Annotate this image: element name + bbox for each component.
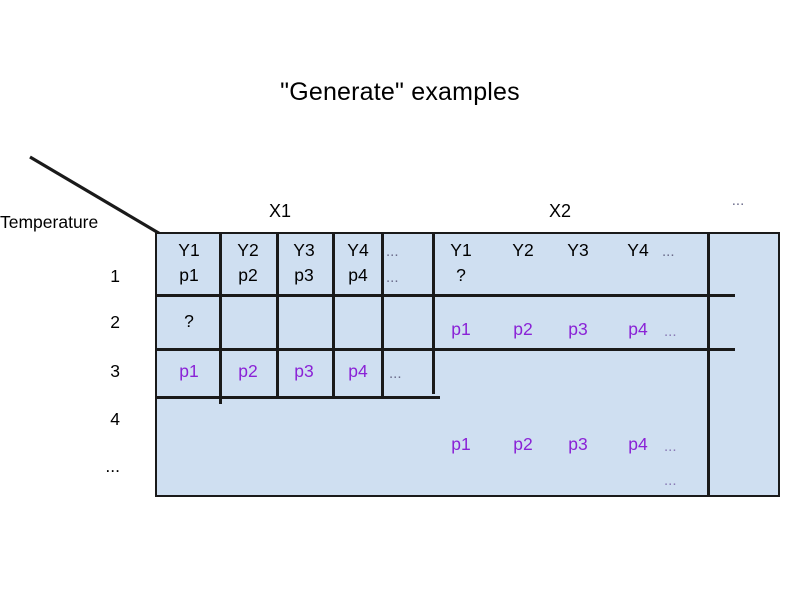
cell-x1-y-ellipsis: ... xyxy=(386,243,399,260)
cell-x2-y4: Y4 xyxy=(627,240,649,260)
row-label-4: 4 xyxy=(110,409,120,429)
column-group-header-x1: X1 xyxy=(268,201,292,221)
cell-x2-y2: Y2 xyxy=(512,240,534,260)
data-table xyxy=(155,232,780,497)
cell-x1-p-ellipsis: ... xyxy=(386,269,399,286)
cell-x2-query: ? xyxy=(456,265,466,285)
grid-vline-x1-c5 xyxy=(432,232,435,394)
cell-x2-row2-p3: p3 xyxy=(568,319,588,339)
row-label-ellipsis: ... xyxy=(105,456,120,476)
grid-vline-x1-c2 xyxy=(276,232,279,398)
cell-x2-row4-p3: p3 xyxy=(568,434,588,454)
grid-hline-row2 xyxy=(155,348,735,351)
cell-x2-row4-p4: p4 xyxy=(628,434,648,454)
grid-vline-x1-c3 xyxy=(332,232,335,398)
cell-x2-row4-p2: p2 xyxy=(513,434,533,454)
row-label-2: 2 xyxy=(110,312,120,332)
row-label-1: 1 xyxy=(110,266,120,286)
cell-x1-y4: Y4 xyxy=(347,240,369,260)
cell-x1-p3-header: p3 xyxy=(294,265,314,285)
cell-x2-y3: Y3 xyxy=(567,240,589,260)
cell-x2-row2-p1: p1 xyxy=(451,319,471,339)
cell-x1-y1: Y1 xyxy=(178,240,200,260)
cell-x1-p4-header: p4 xyxy=(348,265,368,285)
axis-label-temperature: Temperature xyxy=(0,212,99,232)
cell-x1-row3-ellipsis: ... xyxy=(389,365,402,382)
cell-x1-row2-query: ? xyxy=(184,311,194,331)
cell-x2-row4-ellipsis: ... xyxy=(664,438,677,455)
cell-x2-row4-ellipsis-2: ... xyxy=(664,472,677,489)
cell-x1-y3: Y3 xyxy=(293,240,315,260)
column-group-header-ellipsis: ... xyxy=(731,192,745,209)
grid-vline-x1-c4 xyxy=(381,232,384,398)
cell-x2-row2-ellipsis: ... xyxy=(664,323,677,340)
row-label-3: 3 xyxy=(110,361,120,381)
cell-x2-row4-p1: p1 xyxy=(451,434,471,454)
cell-x2-row2-p4: p4 xyxy=(628,319,648,339)
grid-vline-x1-c1 xyxy=(219,232,222,404)
corner-diagonal-line xyxy=(29,155,163,237)
cell-x1-y2: Y2 xyxy=(237,240,259,260)
cell-x2-y1: Y1 xyxy=(450,240,472,260)
cell-x1-p2-header: p2 xyxy=(238,265,258,285)
grid-hline-row3 xyxy=(155,396,440,399)
grid-hline-row1 xyxy=(155,294,735,297)
cell-x1-row3-p2: p2 xyxy=(238,361,258,381)
cell-x1-row3-p3: p3 xyxy=(294,361,314,381)
cell-x1-p1-header: p1 xyxy=(179,265,199,285)
cell-x2-row2-p2: p2 xyxy=(513,319,533,339)
cell-x1-row3-p1: p1 xyxy=(179,361,199,381)
page-title: "Generate" examples xyxy=(280,78,520,106)
cell-x1-row3-p4: p4 xyxy=(348,361,368,381)
column-group-header-x2: X2 xyxy=(548,201,572,221)
cell-x2-y-ellipsis: ... xyxy=(662,243,675,260)
grid-vline-x2-end xyxy=(707,232,710,497)
